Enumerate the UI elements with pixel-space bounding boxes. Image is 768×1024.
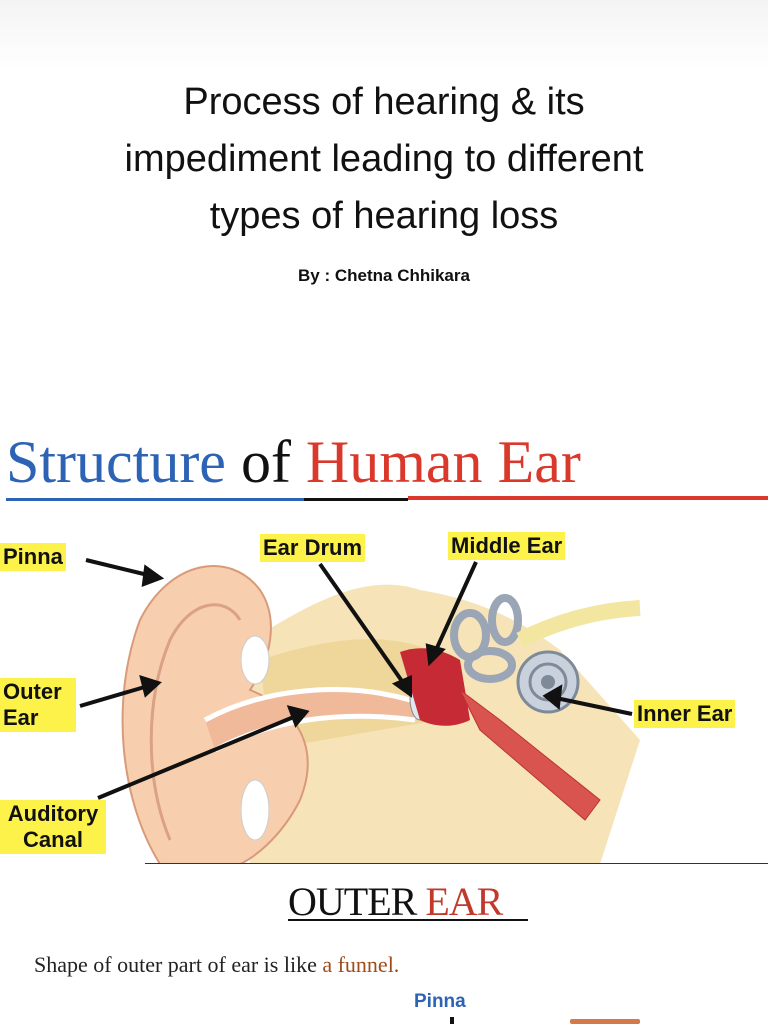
- funnel-description: Shape of outer part of ear is like a fun…: [34, 952, 399, 978]
- arrow-middle-ear: [434, 561, 478, 651]
- canal-edge-top: [203, 687, 411, 723]
- ear-diagram: [79, 558, 641, 864]
- title-underline-blue: [6, 498, 304, 501]
- pinna-caption: Pinna: [414, 991, 466, 1012]
- cut-off-fragment: [570, 1019, 640, 1024]
- label-pinna: Pinna: [0, 543, 66, 571]
- label-arrows: [79, 558, 633, 800]
- outer-ear-title: OUTER EAR: [288, 879, 503, 924]
- title-underline-red: [408, 496, 768, 500]
- funnel-highlight: a funnel.: [322, 952, 400, 977]
- label-ear-drum: Ear Drum: [260, 534, 366, 562]
- label-middle-ear: Middle Ear: [448, 532, 566, 560]
- auditory-nerve: [516, 600, 641, 648]
- title-underline-black: [304, 498, 408, 501]
- middle-ear-shape: [400, 648, 470, 726]
- title-word-ear: EAR: [425, 879, 503, 924]
- auditory-canal-shape: [205, 689, 415, 750]
- pinna-fold: [149, 603, 242, 841]
- arrow-fragment: [450, 1017, 454, 1024]
- title-word-outer: OUTER: [288, 879, 417, 924]
- ear-structure-slide: Structure of Human Ear Pinna Ear Drum Mi…: [0, 420, 768, 864]
- title-word-structure: Structure: [6, 429, 226, 495]
- arrow-auditory-canal: [97, 714, 297, 800]
- title-word-human-ear: Human Ear: [305, 429, 581, 495]
- arrow-auditory-canal-head: [286, 705, 310, 728]
- label-inner-ear: Inner Ear: [634, 700, 736, 728]
- arrow-pinna-head: [141, 564, 165, 588]
- slide-divider: [145, 863, 768, 864]
- title-slide: Process of hearing & its impediment lead…: [0, 0, 768, 400]
- arrow-inner-ear: [555, 696, 633, 716]
- structure-title: Structure of Human Ear: [6, 426, 581, 498]
- cartilage-1: [240, 635, 270, 685]
- arrow-middle-ear-head: [425, 643, 446, 667]
- cochlea-center: [541, 675, 555, 689]
- arrow-outer-ear: [79, 684, 149, 708]
- outer-ear-slide: OUTER EAR Shape of outer part of ear is …: [0, 864, 768, 1024]
- author-byline: By : Chetna Chhikara: [298, 266, 470, 285]
- title-word-of: of: [240, 429, 291, 495]
- semicircular-canal-3: [464, 647, 516, 683]
- arrow-outer-ear-head: [139, 675, 162, 698]
- semicircular-canal-2: [488, 594, 522, 646]
- arrow-ear-drum: [318, 562, 406, 686]
- label-outer-ear: Outer Ear: [0, 678, 76, 732]
- funnel-text: Shape of outer part of ear is like: [34, 952, 323, 977]
- title-line-3: types of hearing loss: [209, 195, 559, 237]
- title-line-2: impediment leading to different: [124, 138, 644, 180]
- label-auditory-canal: Auditory Canal: [0, 800, 106, 854]
- cartilage-2: [240, 779, 270, 841]
- outer-ear-title-underline: [288, 919, 528, 921]
- slide-title: Process of hearing & its impediment lead…: [20, 74, 748, 245]
- title-line-1: Process of hearing & its: [183, 81, 585, 123]
- arrow-pinna: [85, 558, 153, 578]
- eustachian-tube: [459, 689, 601, 821]
- arrow-ear-drum-head: [391, 674, 412, 698]
- arrow-inner-ear-head: [542, 684, 563, 710]
